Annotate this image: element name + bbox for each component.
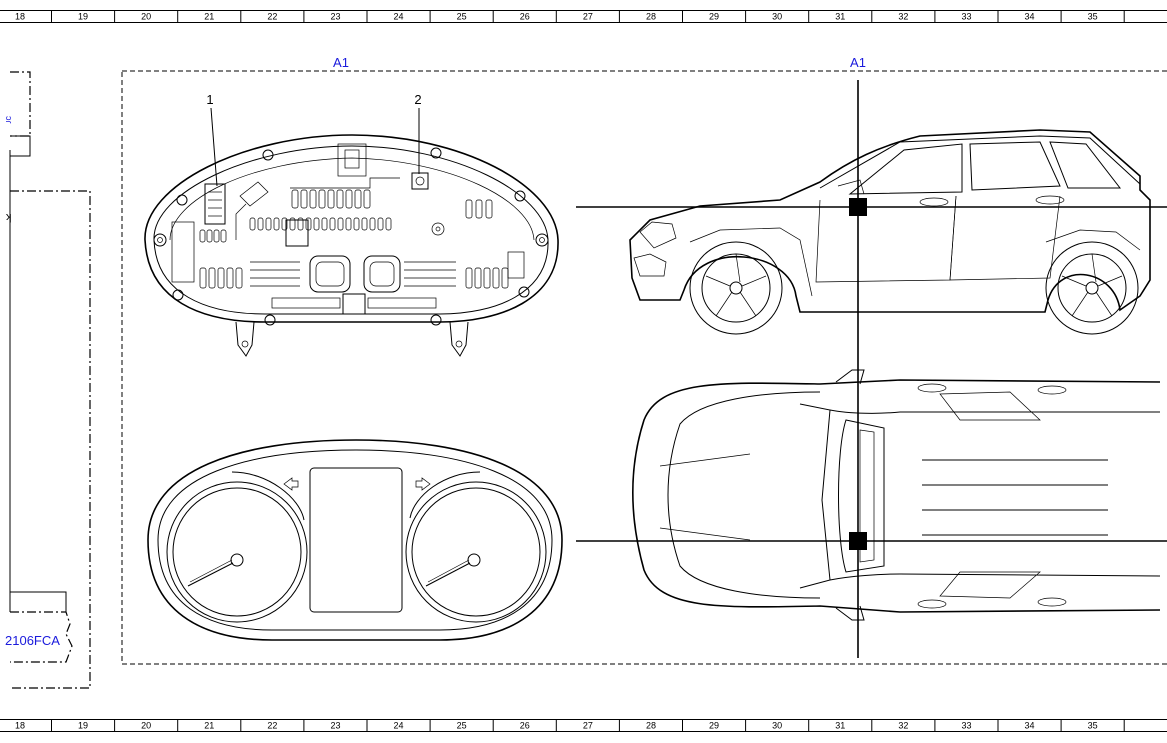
top-ruler-cell-25: 25 (457, 12, 467, 22)
bottom-ruler-cell-33: 33 (961, 721, 971, 731)
top-ruler-cell-20: 20 (141, 12, 151, 22)
connector-code-label: 2106FCA (5, 633, 60, 648)
top-ruler-cell-29: 29 (709, 12, 719, 22)
top-ruler-cell-22: 22 (267, 12, 277, 22)
bottom-ruler-cell-22: 22 (267, 721, 277, 731)
bottom-ruler-cell-27: 27 (583, 721, 593, 731)
left-partial-component-main: ʞ 2106FCA (5, 150, 91, 689)
partial-left-mid-label: ʞ (6, 211, 12, 223)
bottom-ruler-cell-34: 34 (1025, 721, 1035, 731)
callout-1-leader (210, 107, 218, 187)
component-label-a1-right: A1 (850, 55, 866, 70)
bottom-ruler-cell-29: 29 (709, 721, 719, 731)
callout-1-label: 1 (206, 92, 213, 107)
instrument-cluster-front-view (147, 439, 563, 641)
instrument-cluster-rear-view (144, 134, 559, 357)
top-ruler-cell-23: 23 (330, 12, 340, 22)
bottom-ruler-cell-32: 32 (898, 721, 908, 731)
top-ruler-cell-19: 19 (78, 12, 88, 22)
location-marker-lines (576, 80, 1167, 658)
top-ruler-cell-24: 24 (394, 12, 404, 22)
top-ruler-cell-34: 34 (1025, 12, 1035, 22)
top-ruler-cell-27: 27 (583, 12, 593, 22)
top-ruler-cell-21: 21 (204, 12, 214, 22)
vehicle-side-view (629, 129, 1151, 335)
bottom-ruler-cell-31: 31 (835, 721, 845, 731)
bottom-ruler-cell-25: 25 (457, 721, 467, 731)
top-ruler-cell-28: 28 (646, 12, 656, 22)
top-ruler: 18 19 20 21 22 23 24 25 26 27 28 29 30 31 32 33 34 35 (0, 10, 1167, 23)
bottom-ruler-cell-28: 28 (646, 721, 656, 731)
bottom-ruler-cell-20: 20 (141, 721, 151, 731)
top-ruler-cell-35: 35 (1088, 12, 1098, 22)
bottom-ruler: 18 19 20 21 22 23 24 25 26 27 28 29 30 31 32 33 34 35 (0, 719, 1167, 732)
top-ruler-cell-18: 18 (15, 12, 25, 22)
location-marker-side (849, 198, 867, 216)
top-ruler-cell-26: 26 (520, 12, 530, 22)
callout-2-label: 2 (414, 92, 421, 107)
location-marker-top (849, 532, 867, 550)
bottom-ruler-cell-19: 19 (78, 721, 88, 731)
bottom-ruler-cell-26: 26 (520, 721, 530, 731)
top-ruler-cell-30: 30 (772, 12, 782, 22)
component-label-a1-left: A1 (333, 55, 349, 70)
top-ruler-cell-32: 32 (898, 12, 908, 22)
partial-left-top-label: ɔɾ (4, 116, 14, 124)
bottom-ruler-cell-30: 30 (772, 721, 782, 731)
bottom-ruler-cell-21: 21 (204, 721, 214, 731)
component-boundary-a1 (121, 70, 1167, 665)
vehicle-top-view (631, 369, 1161, 621)
bottom-ruler-cell-18: 18 (15, 721, 25, 731)
top-ruler-cell-31: 31 (835, 12, 845, 22)
bottom-ruler-cell-35: 35 (1088, 721, 1098, 731)
bottom-ruler-cell-24: 24 (394, 721, 404, 731)
top-ruler-cell-33: 33 (961, 12, 971, 22)
left-partial-component-top: ɔɾ (4, 71, 31, 157)
bottom-ruler-cell-23: 23 (330, 721, 340, 731)
